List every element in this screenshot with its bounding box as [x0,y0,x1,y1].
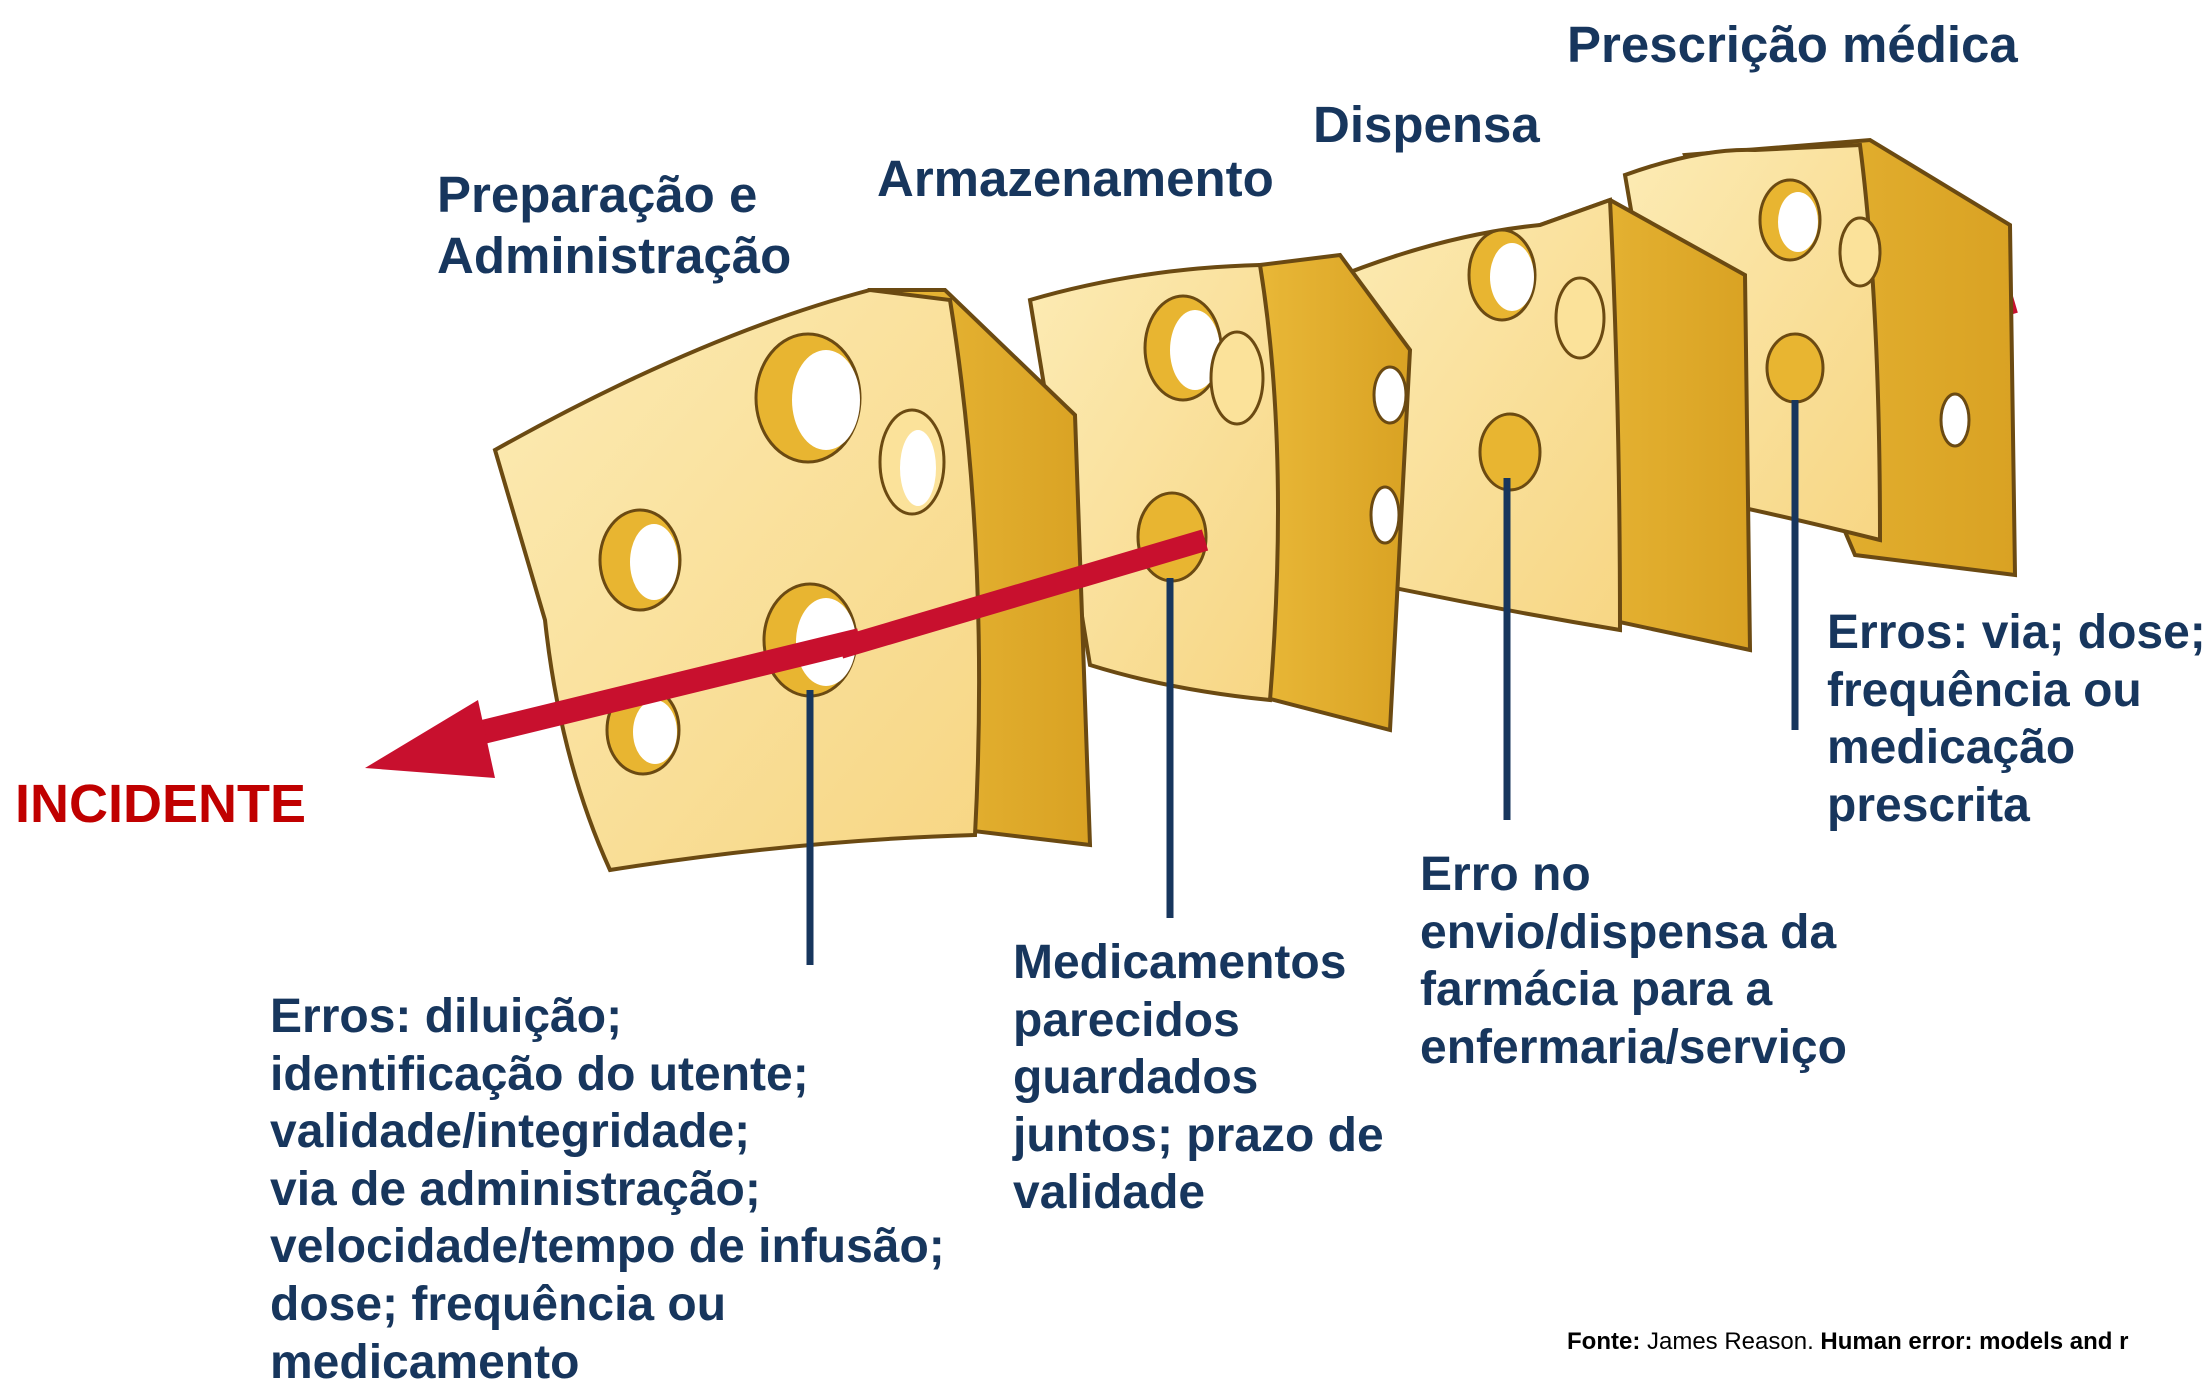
source-prefix: Fonte: [1567,1328,1641,1355]
stage-title-prescricao: Prescrição médica [1567,16,2018,73]
stage-title-armazenamento: Armazenamento [877,150,1274,207]
stage-title-dispensa: Dispensa [1313,96,1540,153]
source-work: Human error: models and r [1820,1328,2129,1355]
outcome-label: INCIDENTE [15,774,307,834]
causal-arrow-mid [836,529,1209,659]
source-author: James Reason. [1646,1328,1814,1355]
arrow-head-icon [365,700,495,778]
stage-description-preparacao: Erros: diluição; identificação do utente… [270,990,945,1389]
cheese-slice-armazenamento [1027,252,1413,733]
cheese-slice-preparacao [492,287,1093,873]
causal-arrow-front [447,628,863,752]
stage-description-prescricao: Erros: via; dose; frequência ou medicaçã… [1827,606,2206,832]
stage-title-preparacao: Preparação e Administração [437,166,792,285]
stage-description-dispensa: Erro no envio/dispensa da farmácia para … [1420,848,1847,1074]
stage-description-armazenamento: Medicamentos parecidos guardados juntos;… [1013,936,1384,1220]
source-citation: Fonte: James Reason. Human error: models… [1567,1328,2128,1356]
